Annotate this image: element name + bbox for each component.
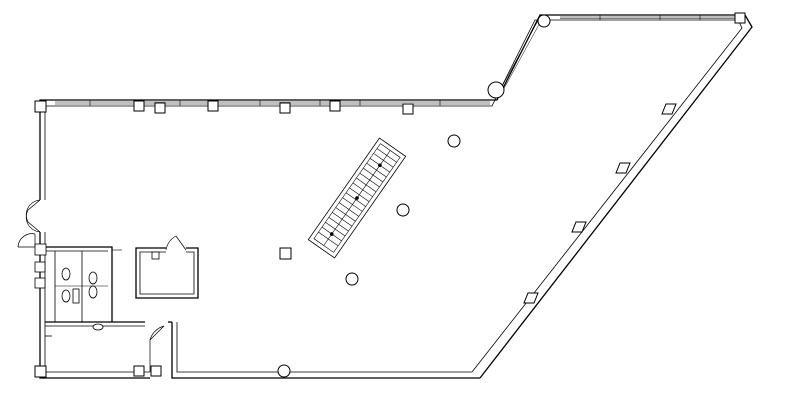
- storage-door: [149, 325, 165, 341]
- window-glazing: [55, 15, 735, 106]
- round-column: [487, 81, 505, 99]
- top-wall-inner: [45, 19, 738, 107]
- core-room: [135, 235, 199, 299]
- round-column: [345, 272, 359, 286]
- column: [279, 247, 292, 260]
- storage-room: [45, 321, 172, 337]
- column: [34, 100, 47, 113]
- escalator: [307, 137, 407, 259]
- column: [133, 365, 145, 377]
- entry-door: [27, 199, 41, 211]
- round-column: [537, 14, 551, 28]
- round-column: [447, 134, 461, 148]
- right-wall: [479, 14, 753, 379]
- bottom-wall: [171, 322, 480, 379]
- column: [615, 162, 631, 174]
- column: [279, 102, 291, 114]
- round-column: [277, 364, 291, 378]
- doors: [17, 199, 165, 372]
- column: [34, 365, 47, 378]
- round-column: [396, 203, 410, 217]
- column: [402, 103, 414, 115]
- column: [329, 100, 341, 112]
- column: [154, 102, 166, 114]
- column: [571, 221, 587, 233]
- column: [661, 103, 677, 115]
- column: [734, 12, 746, 24]
- bottom-wall-inner: [176, 322, 472, 373]
- column: [133, 100, 145, 112]
- top-wall: [39, 14, 745, 107]
- column: [523, 292, 539, 304]
- restrooms: [34, 243, 145, 331]
- column: [150, 365, 162, 377]
- structural-columns: [34, 12, 746, 378]
- column: [207, 100, 219, 112]
- round-columns: [277, 14, 551, 378]
- exterior-walls: [39, 14, 753, 379]
